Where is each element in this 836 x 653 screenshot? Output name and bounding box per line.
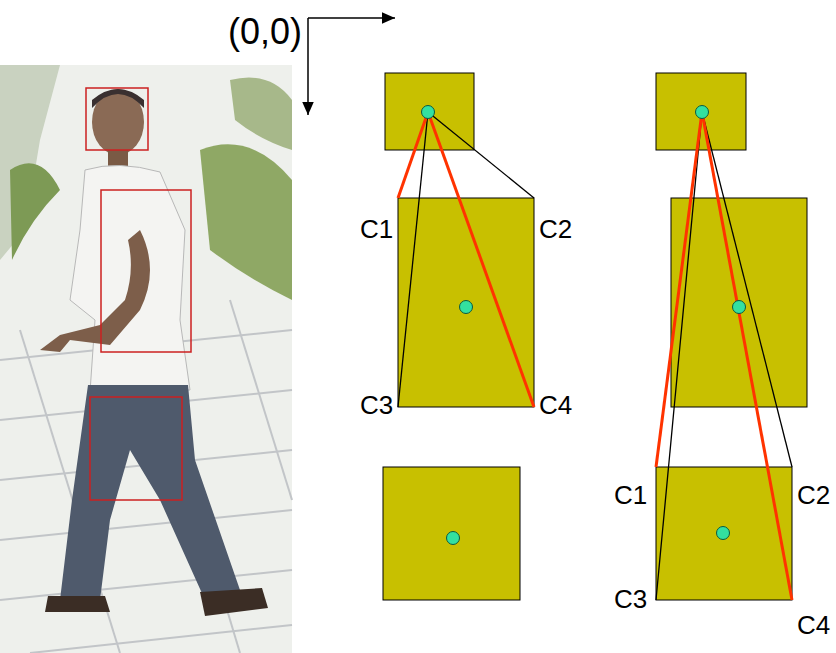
corner-label: C3: [614, 586, 647, 612]
corner-label: C2: [539, 216, 572, 242]
origin-label: (0,0): [228, 14, 302, 50]
corner-label: C1: [360, 216, 393, 242]
corner-label: C1: [614, 482, 647, 508]
axis-arrows: [308, 18, 395, 115]
corner-label: C4: [797, 612, 830, 638]
pedestrian-photo: [0, 65, 292, 653]
corner-label: C3: [360, 392, 393, 418]
part-model-torso: [383, 73, 534, 600]
part-model-legs: [656, 73, 807, 600]
corner-label: C2: [797, 482, 830, 508]
corner-label: C4: [539, 392, 572, 418]
